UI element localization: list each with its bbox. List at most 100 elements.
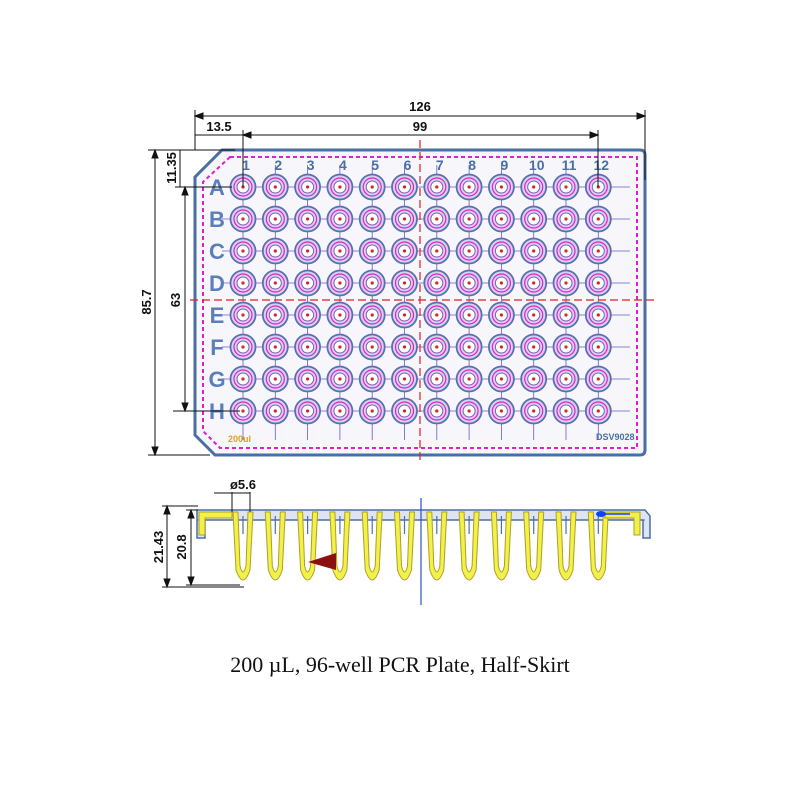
tube-profile [490,511,512,581]
dim-tube-height: 20.8 [174,534,189,559]
well-B6 [391,205,418,233]
top-dimensions [148,110,647,457]
well-A3 [294,173,322,201]
well-C2 [261,237,289,265]
tube-profile [393,511,416,581]
well-E11 [552,301,580,329]
well-F3 [294,333,322,361]
well-G7 [423,365,451,393]
well-D3 [294,269,322,297]
dim-well-diameter: ø5.6 [230,477,256,492]
well-E1 [229,301,257,329]
well-G10 [520,365,548,393]
well-D10 [520,269,548,297]
row-label: E [210,303,225,328]
well-H10 [520,397,548,425]
well-A6 [391,173,418,201]
well-A5 [358,173,386,201]
well-H12 [584,397,612,425]
row-label: B [209,207,225,232]
well-D11 [552,269,580,297]
column-label: 8 [468,157,476,173]
well-E10 [520,301,548,329]
row-label: D [209,271,225,296]
column-label: 1 [242,157,250,173]
well-H6 [391,397,418,425]
well-E4 [326,301,354,329]
well-E5 [358,301,386,329]
well-C8 [455,237,483,265]
well-C3 [294,237,322,265]
well-D6 [391,269,418,297]
well-H5 [358,397,386,425]
tube-profile [329,511,351,581]
inner-dashed-border [202,156,638,449]
well-F2 [261,333,289,361]
well-H4 [326,397,354,425]
tube-profile [297,511,319,581]
well-F6 [391,333,418,361]
well-B1 [229,205,257,233]
volume-mark: 200ul [228,434,251,444]
well-A9 [487,173,515,201]
column-label: 7 [436,157,444,173]
well-D2 [261,269,289,297]
skirt-right [604,511,641,536]
dim-overall-depth: 85.7 [139,289,154,314]
tube-profile [361,511,383,581]
well-C6 [391,237,418,265]
side-dimensions [162,492,251,589]
well-F8 [455,333,483,361]
brand-mark: DSV9028 [596,432,635,442]
well-H11 [552,397,580,425]
well-D8 [455,269,483,297]
well-A8 [455,173,483,201]
well-C9 [487,237,515,265]
well-E6 [391,301,418,329]
figure-caption: 200 µL, 96-well PCR Plate, Half-Skirt [230,652,570,677]
well-F11 [552,333,580,361]
row-label: G [208,367,225,392]
wells [229,173,612,425]
well-H7 [423,397,451,425]
well-F1 [229,333,257,361]
well-G5 [358,365,386,393]
well-B2 [261,205,289,233]
well-B9 [487,205,515,233]
column-label: 10 [529,157,545,173]
well-F7 [423,333,451,361]
well-H8 [455,397,483,425]
tube-profile [426,511,448,581]
well-E9 [487,301,515,329]
column-label: 9 [501,157,509,173]
column-label: 3 [307,157,315,173]
well-C12 [584,237,612,265]
well-C1 [229,237,257,265]
well-B4 [326,205,354,233]
well-E12 [584,301,612,329]
well-E7 [423,301,451,329]
dim-well-span: 99 [413,119,427,134]
well-D7 [423,269,451,297]
well-H3 [294,397,322,425]
well-B8 [455,205,483,233]
column-label: 4 [339,157,347,173]
well-G9 [487,365,515,393]
dim-row-span: 63 [168,293,183,307]
row-label: C [209,239,225,264]
well-F5 [358,333,386,361]
tube-profile [587,511,609,581]
well-F10 [520,333,548,361]
direction-arrow [308,553,336,570]
well-G3 [294,365,322,393]
dim-top-offset: 11.35 [164,152,179,184]
well-E3 [294,301,322,329]
well-A10 [520,173,548,201]
well-H9 [487,397,515,425]
tube-profile [555,511,577,581]
column-label: 12 [594,157,610,173]
well-G2 [261,365,289,393]
